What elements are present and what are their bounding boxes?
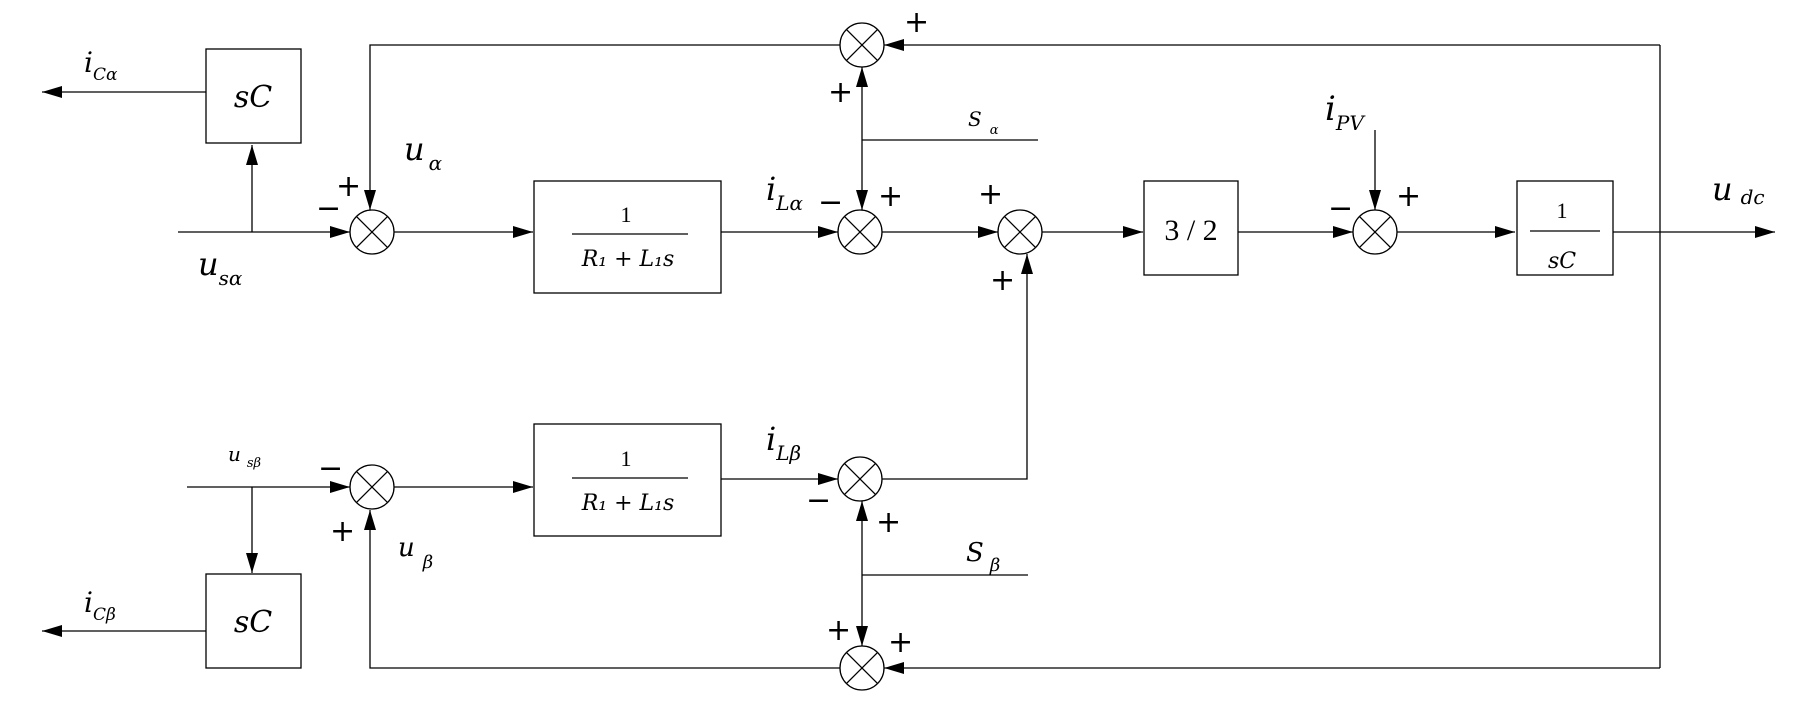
block-sc-top-label: sC xyxy=(234,80,272,115)
wire-top-mult-to-ualpha xyxy=(364,44,840,210)
wire-bottom-mult-to-ubeta xyxy=(364,510,840,669)
sign-fb-bottom-top: + xyxy=(826,613,851,648)
sign-ilalpha-left: − xyxy=(818,185,843,220)
sum-junction-ilbeta xyxy=(837,456,883,502)
sum-junction-beta-in xyxy=(349,464,395,510)
sign-markers: + − + + − + + + − + − + − + + + xyxy=(316,5,1421,660)
block-sc-top: sC xyxy=(205,48,302,144)
block-sc-bottom-label: sC xyxy=(234,605,272,640)
wires xyxy=(42,39,1775,674)
sign-fb-bottom-right: + xyxy=(888,625,913,660)
label-i-pv: iPV xyxy=(1325,89,1366,135)
sign-pv-left: − xyxy=(1328,191,1353,226)
block-gain: 3 / 2 xyxy=(1143,180,1239,276)
sum-junction-pv xyxy=(1352,209,1398,255)
label-i-c-beta: iCβ xyxy=(84,586,116,625)
sign-ilbeta-bottom: + xyxy=(876,505,901,540)
label-i-l-alpha: iLα xyxy=(766,170,804,215)
block-tf-alpha-den: R₁ + L₁s xyxy=(581,247,675,272)
sign-ilalpha-top: + xyxy=(878,179,903,214)
sign-power-bottom: + xyxy=(990,263,1015,298)
sign-power-left: + xyxy=(978,177,1003,212)
sum-junction-power xyxy=(997,209,1043,255)
block-tf-alpha-num: 1 xyxy=(621,202,632,227)
sign-fb-top-right: + xyxy=(904,5,929,40)
label-i-c-alpha: iCα xyxy=(84,46,118,85)
sign-fb-top-bottom: + xyxy=(828,75,853,110)
sum-junction-feedback-top xyxy=(839,22,885,68)
block-integrator: 1 sC xyxy=(1516,180,1614,276)
block-tf-beta: 1 R₁ + L₁s xyxy=(533,423,722,537)
sum-junction-feedback-bottom xyxy=(839,645,885,691)
sign-alpha-in-top: + xyxy=(336,169,361,204)
label-u-s-alpha: usα xyxy=(198,245,243,290)
block-sc-bottom: sC xyxy=(205,573,302,669)
block-integrator-den: sC xyxy=(1548,249,1576,274)
sign-beta-in-left: − xyxy=(318,451,343,486)
sum-junction-ilalpha xyxy=(837,209,883,255)
block-tf-alpha: 1 R₁ + L₁s xyxy=(533,180,722,294)
block-tf-beta-den: R₁ + L₁s xyxy=(581,491,675,516)
sign-beta-in-bottom: + xyxy=(330,514,355,549)
sign-ilbeta-left: − xyxy=(806,483,831,518)
label-i-l-beta: iLβ xyxy=(766,420,801,465)
sum-junction-alpha-in xyxy=(349,209,395,255)
sign-pv-top: + xyxy=(1396,179,1421,214)
wire-sum6-to-sum3 xyxy=(882,254,1033,480)
block-gain-label: 3 / 2 xyxy=(1164,214,1217,247)
sign-alpha-in-left: − xyxy=(316,191,341,226)
block-integrator-num: 1 xyxy=(1557,198,1568,223)
block-tf-beta-num: 1 xyxy=(621,446,632,471)
